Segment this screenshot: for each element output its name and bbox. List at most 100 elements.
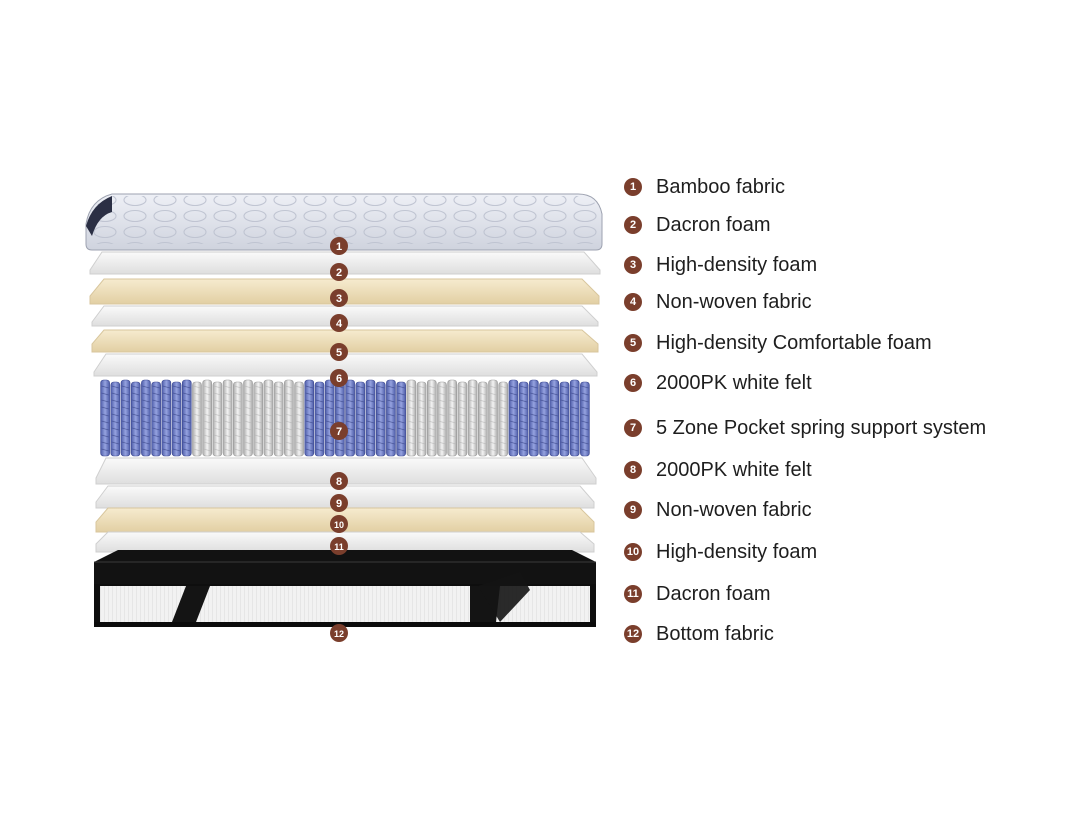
- spring-coil-ridge: [325, 420, 334, 424]
- spring-coil-ridge: [315, 413, 324, 417]
- spring-coil-ridge: [244, 413, 252, 417]
- spring-coil-ridge: [254, 420, 262, 424]
- spring-coil-ridge: [305, 420, 313, 424]
- spring-coil-ridge: [193, 406, 201, 410]
- spring-coil-ridge: [499, 441, 507, 445]
- spring-coil-ridge: [264, 413, 273, 417]
- spring-coil-ridge: [305, 399, 313, 403]
- spring-coil-ridge: [417, 448, 426, 452]
- spring-coil-ridge: [377, 448, 385, 452]
- spring-coil-ridge: [397, 420, 405, 424]
- spring-coil-ridge: [295, 420, 303, 424]
- spring-coil-ridge: [346, 385, 354, 389]
- spring-coil-ridge: [489, 448, 497, 452]
- spring-coil-ridge: [479, 399, 487, 403]
- spring-coil-ridge: [172, 392, 181, 396]
- spring-coil-ridge: [356, 406, 365, 410]
- spring-coil-ridge: [377, 399, 385, 403]
- spring-coil-ridge: [581, 399, 589, 403]
- spring-coil-ridge: [295, 399, 303, 403]
- spring-coil-ridge: [111, 434, 120, 438]
- spring-coil-ridge: [570, 385, 579, 389]
- spring-coil-ridge: [489, 413, 497, 417]
- spring-coil-ridge: [111, 448, 120, 452]
- spring-coil-ridge: [530, 399, 538, 403]
- spring-coil-ridge: [489, 385, 497, 389]
- spring-coil-ridge: [121, 434, 130, 438]
- spring-coil-ridge: [274, 385, 283, 389]
- blue-pocket-spring: [529, 379, 539, 457]
- spring-coil-ridge: [285, 385, 293, 389]
- spring-coil-ridge: [336, 413, 344, 417]
- spring-coil-ridge: [509, 413, 518, 417]
- spring-coil-ridge: [132, 392, 140, 396]
- spring-coil-ridge: [203, 392, 211, 396]
- spring-coil-ridge: [264, 399, 273, 403]
- legend-badge: 4: [624, 293, 642, 311]
- spring-coil-ridge: [356, 427, 365, 431]
- spring-coil-ridge: [550, 413, 558, 417]
- spring-coil-ridge: [305, 434, 313, 438]
- spring-coil-ridge: [468, 413, 477, 417]
- blue-pocket-spring: [508, 379, 519, 457]
- spring-coil-ridge: [407, 399, 416, 403]
- spring-coil-ridge: [203, 441, 211, 445]
- stack-badge-5: 5: [330, 343, 348, 361]
- spring-coil-ridge: [560, 385, 569, 389]
- spring-coil-ridge: [172, 413, 181, 417]
- spring-coil-ridge: [142, 392, 150, 396]
- spring-coil-ridge: [254, 427, 262, 431]
- spring-coil-ridge: [499, 385, 507, 389]
- spring-coil-ridge: [183, 399, 191, 403]
- spring-coil-ridge: [203, 434, 211, 438]
- spring-coil-ridge: [183, 413, 191, 417]
- spring-coil-ridge: [203, 406, 211, 410]
- spring-coil-ridge: [581, 441, 589, 445]
- spring-coil-ridge: [142, 413, 150, 417]
- spring-coil-ridge: [540, 434, 548, 438]
- spring-coil-ridge: [356, 448, 365, 452]
- spring-coil-ridge: [468, 392, 477, 396]
- spring-coil-ridge: [356, 392, 365, 396]
- spring-coil-ridge: [397, 406, 405, 410]
- spring-coil-ridge: [285, 427, 293, 431]
- spring-coil-ridge: [336, 399, 344, 403]
- spring-coil-ridge: [346, 420, 354, 424]
- spring-coil-ridge: [570, 434, 579, 438]
- spring-coil-ridge: [162, 392, 171, 396]
- spring-coil-ridge: [325, 385, 334, 389]
- spring-coil-ridge: [509, 385, 518, 389]
- spring-coil-ridge: [560, 420, 569, 424]
- spring-coil-ridge: [142, 448, 150, 452]
- spring-coil-ridge: [570, 399, 579, 403]
- spring-coil-ridge: [121, 441, 130, 445]
- spring-coil-ridge: [193, 441, 201, 445]
- spring-coil-ridge: [509, 406, 518, 410]
- spring-coil-ridge: [336, 392, 344, 396]
- spring-coil-ridge: [183, 420, 191, 424]
- spring-coil-ridge: [132, 385, 140, 389]
- spring-coil-ridge: [101, 427, 109, 431]
- spring-coil-ridge: [305, 427, 313, 431]
- spring-coil-ridge: [397, 385, 405, 389]
- spring-coil-ridge: [244, 392, 252, 396]
- spring-coil-ridge: [193, 413, 201, 417]
- spring-coil-ridge: [336, 441, 344, 445]
- spring-coil-ridge: [366, 385, 375, 389]
- spring-coil-ridge: [397, 441, 405, 445]
- spring-coil-ridge: [448, 420, 456, 424]
- spring-coil-ridge: [183, 427, 191, 431]
- spring-coil-ridge: [142, 434, 150, 438]
- stack-badge-number: 7: [336, 426, 342, 438]
- spring-coil-ridge: [152, 441, 160, 445]
- spring-coil-ridge: [172, 385, 181, 389]
- spring-coil-ridge: [387, 392, 395, 396]
- legend-badge: 11: [624, 585, 642, 603]
- spring-coil-ridge: [213, 385, 222, 389]
- spring-coil-ridge: [315, 385, 324, 389]
- spring-coil-ridge: [458, 448, 467, 452]
- spring-coil-ridge: [234, 448, 242, 452]
- white-pocket-spring: [406, 379, 417, 457]
